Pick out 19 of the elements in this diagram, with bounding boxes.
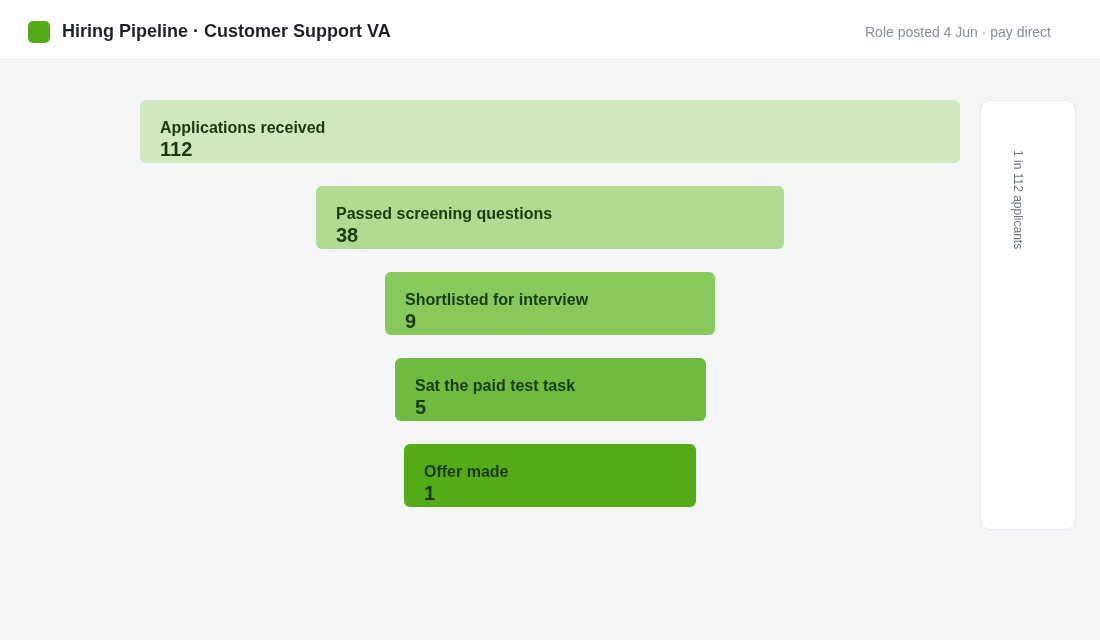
stage-count: 38 — [336, 224, 359, 246]
conversion-note: 1 in 112 applicants — [1011, 150, 1025, 250]
stage-label: Shortlisted for interview — [405, 290, 589, 310]
stage-label: Offer made — [424, 462, 509, 482]
stage-label: Passed screening questions — [336, 204, 553, 224]
stage-count: 112 — [160, 138, 193, 160]
funnel-stage-bar — [395, 358, 706, 421]
stage-label: Sat the paid test task — [415, 376, 576, 396]
funnel-stage-bar — [385, 272, 715, 335]
page-title: Hiring Pipeline · Customer Support VA — [62, 20, 391, 42]
role-meta-text: Role posted 4 Jun · pay direct — [865, 23, 1051, 41]
stage-count: 9 — [405, 310, 417, 332]
stage-label: Applications received — [160, 118, 326, 138]
funnel-stage-bar — [316, 186, 784, 249]
funnel-stage-bar — [140, 100, 960, 163]
stage-count: 1 — [424, 482, 436, 504]
funnel-stage-bar — [404, 444, 696, 507]
stage-count: 5 — [415, 396, 427, 418]
side-panel — [980, 100, 1076, 530]
